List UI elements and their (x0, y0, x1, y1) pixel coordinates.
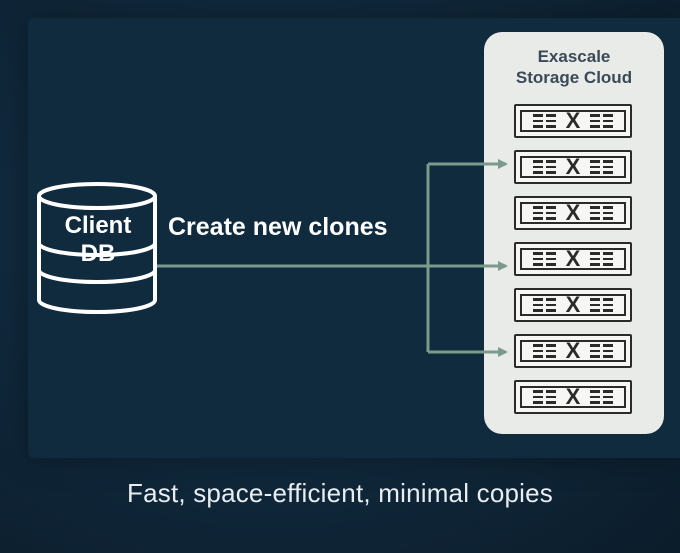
client-db-line1: Client (64, 212, 132, 239)
server-left-bars (532, 160, 556, 174)
server-symbol: X (565, 108, 581, 133)
server-left-bars (532, 298, 556, 312)
server-right-bars (590, 390, 614, 404)
server-icon: X (514, 104, 632, 138)
server-symbol: X (565, 200, 581, 225)
server-symbol: X (565, 292, 581, 317)
server-right-bars (590, 298, 614, 312)
storage-title-line1: Exascale (537, 47, 611, 66)
server-left-bars (532, 114, 556, 128)
server-symbol: X (565, 154, 581, 179)
server-symbol: X (565, 338, 581, 363)
server-icon: X (514, 334, 632, 368)
server-left-bars (532, 390, 556, 404)
server-right-bars (590, 114, 614, 128)
server-right-bars (590, 160, 614, 174)
server-icon: X (514, 242, 632, 276)
caption: Fast, space-efficient, minimal copies (127, 478, 553, 508)
clone-arrows (157, 159, 508, 357)
server-left-bars (532, 206, 556, 220)
client-db-line2: DB (80, 240, 116, 267)
server-symbol: X (565, 246, 581, 271)
client-db-label: Client DB (38, 212, 158, 268)
storage-title-line2: Storage Cloud (515, 68, 633, 87)
server-right-bars (590, 206, 614, 220)
server-icon: X (514, 196, 632, 230)
create-clones-label: Create new clones (168, 213, 388, 241)
server-left-bars (532, 252, 556, 266)
server-icon: X (514, 380, 632, 414)
server-icon: X (514, 150, 632, 184)
server-right-bars (590, 252, 614, 266)
server-left-bars (532, 344, 556, 358)
server-right-bars (590, 344, 614, 358)
storage-title: Exascale Storage Cloud (484, 46, 664, 88)
database-icon (37, 182, 157, 314)
server-icon: X (514, 288, 632, 322)
server-symbol: X (565, 384, 581, 409)
